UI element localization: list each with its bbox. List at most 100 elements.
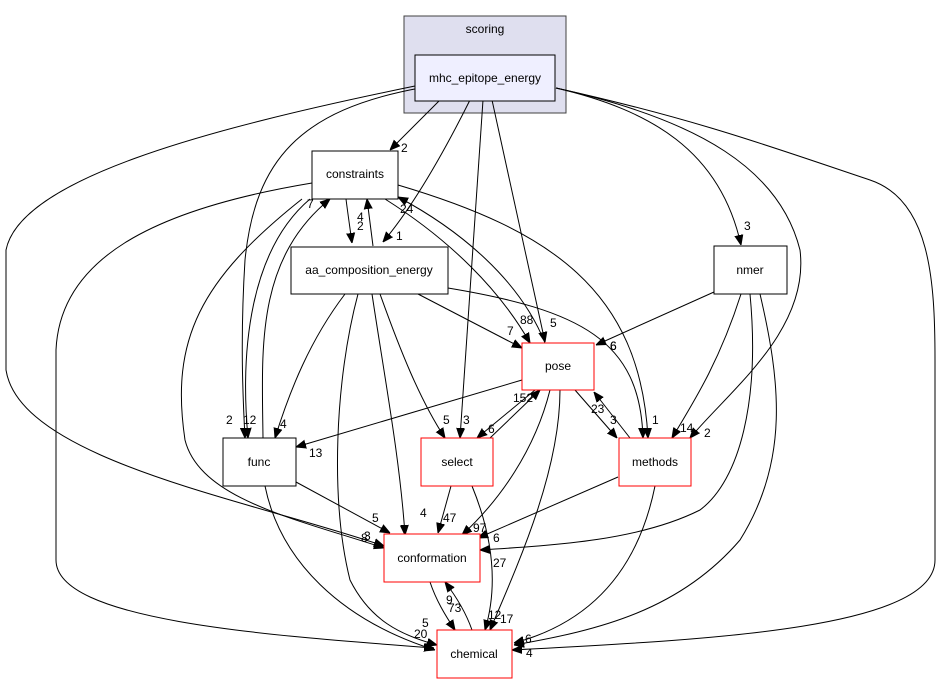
edge-label-nmer-methods: 14 (680, 421, 694, 435)
edge-label-aa-constraints: 4 (357, 210, 364, 224)
edge-pose-chemical[interactable] (490, 389, 561, 630)
node-conformation[interactable]: conformation (383, 533, 481, 583)
edge-mhc-select[interactable] (460, 99, 484, 438)
edges: 2 1 3 5 3 2 4 2 4 88 24 7 (5, 85, 936, 660)
edge-methods-chemical[interactable] (514, 485, 656, 643)
edge-pose-func[interactable] (296, 379, 523, 447)
edge-constraints-methods[interactable] (397, 184, 648, 438)
node-methods[interactable]: methods (618, 437, 692, 487)
edge-label-select-chemical: 12 (488, 608, 502, 622)
node-chemical[interactable]: chemical (436, 629, 513, 679)
node-box (618, 437, 692, 487)
edge-label-mhc-nmer: 3 (744, 219, 751, 233)
node-label: nmer (736, 263, 763, 277)
edge-label-pose-func: 13 (309, 446, 323, 460)
node-label: methods (632, 455, 678, 469)
edge-label-func-conformation: 5 (372, 511, 379, 525)
edge-constraints-pose[interactable] (384, 198, 530, 343)
edge-chemical-conformation[interactable] (445, 582, 473, 631)
edge-label-mhc-pose: 5 (550, 316, 557, 330)
edge-mhc-func[interactable] (242, 87, 421, 438)
edge-aa-func[interactable] (275, 293, 346, 438)
node-pose[interactable]: pose (521, 342, 595, 391)
edge-label-aa-select: 5 (443, 413, 450, 427)
edge-label-conformation-chemical: 73 (448, 601, 462, 615)
edge-select-conformation[interactable] (438, 485, 452, 533)
edge-label-constraints-pose: 88 (520, 313, 534, 327)
edge-label-aa-pose: 7 (507, 324, 514, 338)
edge-nmer-pose[interactable] (596, 291, 715, 345)
edge-mhc-constraints[interactable] (390, 99, 441, 150)
node-box (222, 437, 297, 487)
node-label: conformation (397, 551, 466, 565)
edge-label-func-constraints: 7 (307, 197, 314, 211)
node-func[interactable]: func (222, 437, 297, 487)
edge-aa-constraints[interactable] (367, 199, 374, 247)
node-label: chemical (450, 647, 497, 661)
node-label: pose (545, 359, 571, 373)
edge-mhc-nmer[interactable] (555, 87, 741, 245)
node-label: mhc_epitope_energy (429, 71, 541, 85)
edge-label-aa-conformation: 4 (420, 506, 427, 520)
edge-nmer-chemical[interactable] (514, 293, 777, 645)
node-box (414, 54, 556, 102)
node-mhc-epitope-energy[interactable]: mhc_epitope_energy (414, 54, 556, 102)
edge-nmer-methods[interactable] (672, 293, 742, 438)
edge-aa-methods[interactable] (447, 287, 643, 438)
edge-label-select-chemical-2: 27 (493, 556, 507, 570)
edge-mhc-methods[interactable] (555, 87, 802, 438)
edge-label-select-pose: 152 (513, 391, 533, 405)
edge-label-methods-pose: 3 (610, 413, 617, 427)
edge-label-pose-chemical: 17 (500, 612, 514, 626)
edge-mhc-pose[interactable] (491, 99, 545, 342)
edge-label-mhc-chemical: 4 (526, 646, 533, 660)
edge-pose-constraints[interactable] (398, 197, 546, 344)
edge-conformation-chemical[interactable] (429, 581, 455, 630)
node-aa-composition-energy[interactable]: aa_composition_energy (290, 246, 449, 295)
edge-label-pose-constraints: 24 (400, 202, 414, 216)
edge-label-constraints-methods: 1 (652, 413, 659, 427)
node-label: aa_composition_energy (305, 263, 432, 277)
node-constraints[interactable]: constraints (311, 150, 399, 200)
edge-func-conformation[interactable] (295, 481, 390, 533)
node-nmer[interactable]: nmer (713, 245, 788, 295)
edge-pose-select[interactable] (477, 389, 536, 438)
edge-aa-chemical[interactable] (337, 293, 437, 645)
node-box (311, 150, 399, 200)
edge-label-pose-methods: 23 (591, 402, 605, 416)
edge-func-constraints[interactable] (261, 199, 330, 439)
edge-mhc-aa[interactable] (383, 99, 471, 242)
edge-label-nmer-conformation: 6 (493, 531, 500, 545)
edge-label-constraints-chemical: 20 (414, 627, 428, 641)
edge-func-chemical[interactable] (264, 485, 435, 650)
edge-aa-select[interactable] (379, 293, 445, 438)
edge-methods-conformation[interactable] (478, 476, 619, 538)
edge-select-chemical[interactable] (471, 485, 493, 630)
edge-constraints-conformation[interactable] (180, 198, 384, 548)
edge-mhc-chemical[interactable] (512, 87, 936, 650)
node-box (383, 533, 481, 583)
node-select[interactable]: select (420, 437, 494, 487)
edge-label-nmer-pose: 6 (610, 339, 617, 353)
edge-nmer-conformation[interactable] (480, 293, 754, 550)
edge-label-constraints-func: 12 (243, 413, 257, 427)
edge-methods-pose[interactable] (594, 392, 631, 439)
edge-label-constraints-aa: 2 (357, 219, 364, 233)
edge-label-constraints-conformation: 8 (361, 531, 368, 545)
edge-label-aa-chemical: 5 (422, 616, 429, 630)
node-box (290, 246, 449, 295)
edge-label-mhc-conformation: 3 (364, 529, 371, 543)
edge-constraints-func[interactable] (246, 198, 311, 438)
edge-pose-methods[interactable] (574, 389, 617, 438)
node-label: select (441, 455, 473, 469)
edge-constraints-aa[interactable] (345, 198, 352, 243)
node-label: constraints (326, 167, 384, 181)
edge-select-pose[interactable] (489, 390, 540, 439)
edge-pose-conformation[interactable] (462, 389, 551, 535)
edge-aa-pose[interactable] (417, 293, 522, 348)
edge-mhc-conformation[interactable] (5, 85, 416, 546)
edge-label-mhc-func: 2 (226, 413, 233, 427)
edge-aa-conformation[interactable] (371, 293, 405, 535)
edge-constraints-chemical[interactable] (55, 182, 434, 648)
